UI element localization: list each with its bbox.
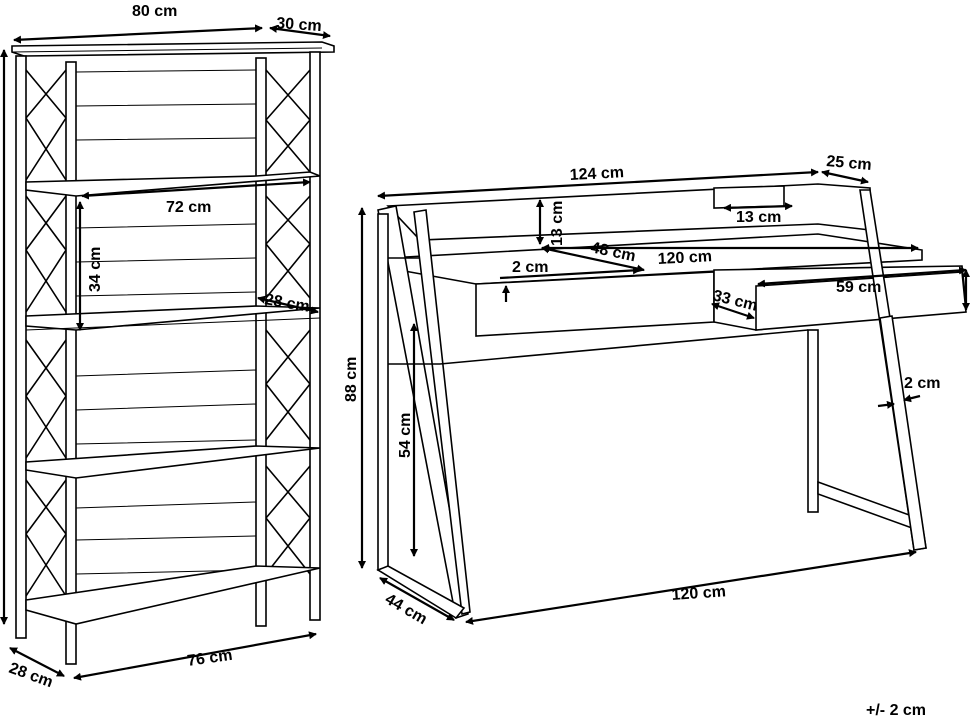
label-59cm: 59 cm	[836, 279, 881, 296]
dim-line-76	[73, 631, 317, 681]
label-25cm: 25 cm	[826, 153, 873, 174]
label-80cm: 80 cm	[132, 3, 177, 20]
label-76cm: 76 cm	[186, 647, 233, 670]
dim-line-13-w	[723, 202, 793, 212]
dim-line-120-base	[465, 549, 917, 625]
dim-line-28-base	[9, 647, 65, 677]
bookshelf-drawing	[11, 41, 335, 665]
dim-line-30	[269, 24, 331, 40]
label-28cm-base: 28 cm	[7, 660, 55, 691]
label-13cm-height: 13 cm	[549, 201, 566, 246]
dim-line-33	[711, 302, 755, 320]
dim-line-80	[13, 24, 263, 44]
label-54cm: 54 cm	[397, 413, 414, 458]
dim-line-44	[379, 577, 455, 621]
label-34cm: 34 cm	[87, 247, 104, 292]
dim-line-25	[821, 169, 869, 185]
dim-line-28-inner	[257, 295, 319, 315]
label-88cm: 88 cm	[343, 357, 360, 402]
desk-dimensions: 124 cm 25 cm 13 cm 13 cm 2 cm 48 cm 120 …	[343, 153, 970, 628]
label-120cm-base: 120 cm	[671, 583, 726, 604]
label-30cm: 30 cm	[276, 15, 322, 35]
label-13cm-width: 13 cm	[736, 209, 781, 226]
tolerance-note: +/- 2 cm	[866, 702, 927, 719]
dim-line-2-leg	[877, 400, 895, 409]
dim-line-124	[377, 168, 819, 200]
label-72cm: 72 cm	[166, 199, 211, 216]
dim-line-2-drawer	[499, 266, 641, 280]
dim-line-72	[81, 178, 311, 200]
dim-line-2-leg-right	[903, 394, 921, 403]
label-124cm: 124 cm	[569, 164, 624, 184]
label-2cm-leg: 2 cm	[904, 375, 940, 392]
label-120cm-top: 120 cm	[657, 248, 712, 268]
label-2cm-drawer: 2 cm	[512, 259, 548, 276]
dim-line-59	[757, 266, 967, 288]
